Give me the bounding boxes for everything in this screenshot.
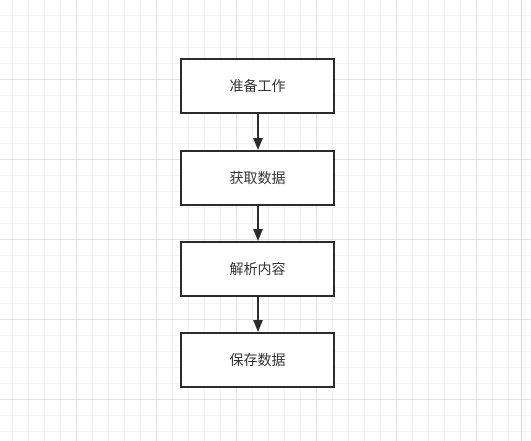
edge-n2-n3 <box>253 206 263 241</box>
flow-node-save-data[interactable]: 保存数据 <box>180 332 335 388</box>
canvas-edge-rule <box>521 0 522 441</box>
flow-node-prepare[interactable]: 准备工作 <box>180 58 335 114</box>
edge-n3-n4 <box>253 297 263 332</box>
edge-n1-n2 <box>253 114 263 150</box>
flow-node-label: 获取数据 <box>229 171 286 187</box>
flow-node-label: 准备工作 <box>229 79 286 95</box>
flow-node-label: 解析内容 <box>229 262 286 278</box>
flow-node-parse-content[interactable]: 解析内容 <box>180 241 335 297</box>
arrowhead-icon <box>253 229 263 241</box>
arrowhead-icon <box>253 138 263 150</box>
flow-node-fetch-data[interactable]: 获取数据 <box>180 150 335 206</box>
arrowhead-icon <box>253 320 263 332</box>
flow-node-label: 保存数据 <box>229 353 286 369</box>
